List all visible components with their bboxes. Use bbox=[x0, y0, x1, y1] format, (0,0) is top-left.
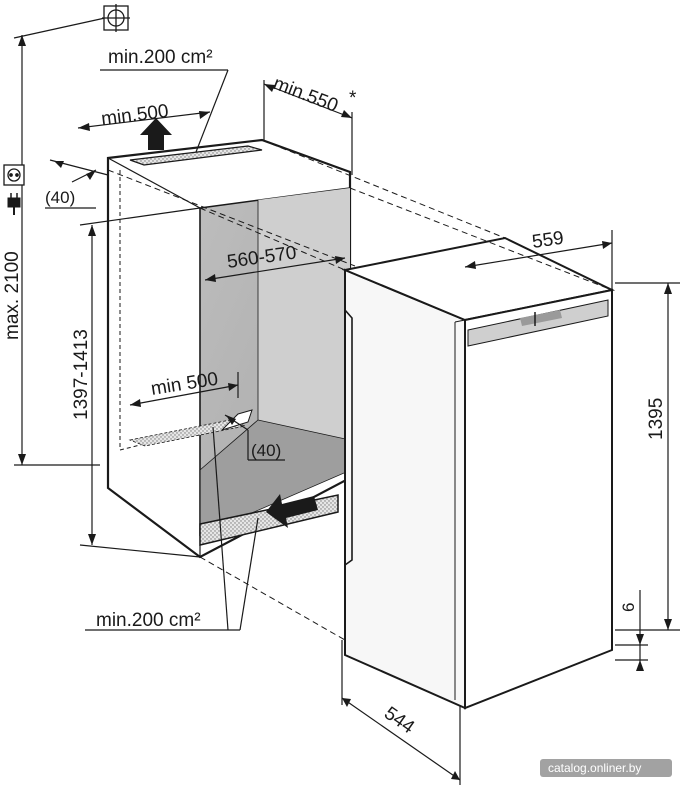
arrowheads bbox=[18, 35, 672, 780]
label-depth-544: 544 bbox=[380, 703, 418, 739]
label-asterisk: * bbox=[349, 88, 357, 109]
watermark-backdrop bbox=[540, 759, 672, 777]
top-vent-grille bbox=[129, 145, 263, 166]
refrigerator bbox=[341, 236, 616, 710]
label-max-height: max. 2100 bbox=[2, 251, 23, 340]
fridge-door bbox=[464, 288, 613, 710]
label-min-200-top: min.200 cm² bbox=[108, 47, 213, 68]
label-height-1395: 1395 bbox=[646, 398, 667, 440]
label-offset-6: 6 bbox=[619, 603, 638, 612]
socket-icon bbox=[3, 164, 25, 186]
vent-arrow-up-icon bbox=[140, 118, 172, 150]
label-width-559: 559 bbox=[531, 228, 565, 253]
label-depth-40-top: (40) bbox=[45, 188, 75, 207]
projection-lines bbox=[107, 139, 613, 641]
label-depth-40-bottom: (40) bbox=[251, 441, 281, 460]
fridge-side bbox=[344, 268, 466, 710]
niche-cabinet bbox=[106, 138, 352, 559]
target-symbol-icon bbox=[102, 4, 130, 32]
label-min-200-bottom: min.200 cm² bbox=[96, 610, 201, 631]
label-niche-height: 1397-1413 bbox=[71, 329, 92, 420]
watermark: catalog.onliner.by bbox=[548, 761, 641, 775]
control-panel bbox=[467, 299, 609, 347]
rear-floor-vent bbox=[128, 419, 247, 447]
vent-arrow-in-icon bbox=[266, 494, 318, 528]
label-min-550: min.550 bbox=[270, 73, 341, 117]
plug-icon bbox=[7, 193, 21, 215]
